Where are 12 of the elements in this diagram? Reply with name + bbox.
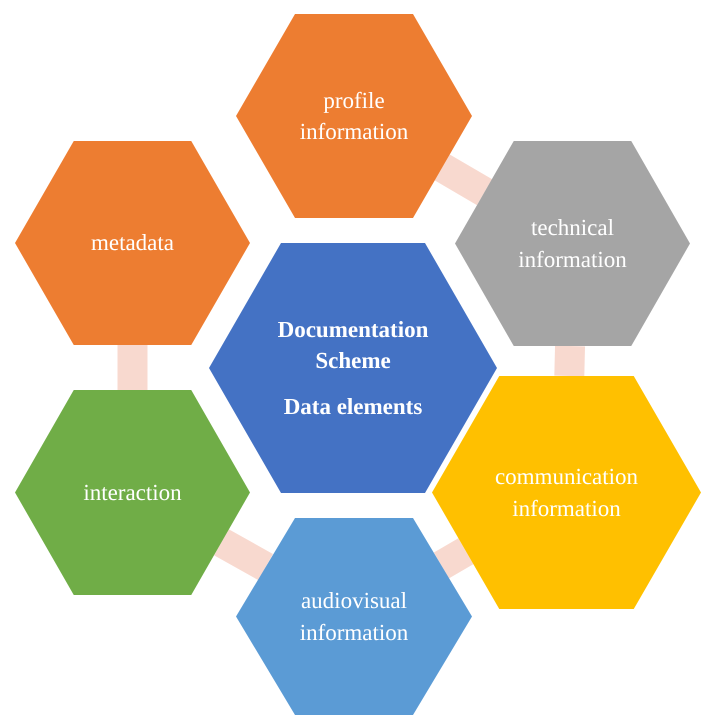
connector-band: [434, 154, 492, 206]
connector-band: [214, 529, 273, 580]
hexagon-label: audiovisual information: [298, 587, 410, 646]
connector-band: [554, 346, 586, 376]
hexagon-label: profile information: [298, 86, 410, 146]
hexagon-label: technical information: [517, 214, 628, 274]
hexagon-heading: Documentation Scheme: [276, 316, 430, 376]
connector-band: [434, 538, 474, 578]
hexagon-heading: Data elements: [284, 392, 422, 421]
hexagon-label: interaction: [83, 478, 182, 507]
hexagon-label: metadata: [90, 229, 174, 258]
hexagon-label: communication information: [494, 463, 640, 522]
